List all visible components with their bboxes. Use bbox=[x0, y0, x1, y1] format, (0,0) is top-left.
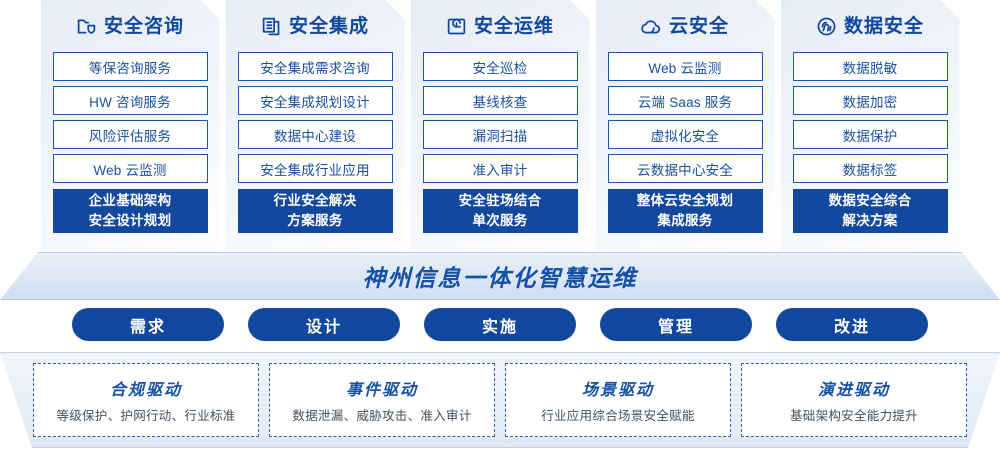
cloud-icon bbox=[641, 16, 662, 37]
driver-title: 场景驱动 bbox=[581, 382, 654, 399]
capability-item[interactable]: 数据保护 bbox=[793, 120, 948, 149]
capability-summary-line2: 安全设计规划 bbox=[88, 213, 172, 228]
driver-desc: 数据泄漏、威胁攻击、准入审计 bbox=[292, 409, 472, 423]
capability-summary-line1: 企业基础架构 bbox=[88, 193, 172, 209]
capability-summary-line2: 单次服务 bbox=[472, 213, 528, 228]
monitor-chart-icon bbox=[446, 16, 467, 37]
driver-title: 事件驱动 bbox=[345, 382, 418, 399]
capability-item[interactable]: 虚拟化安全 bbox=[608, 120, 763, 149]
capability-item[interactable]: 基线核查 bbox=[423, 86, 578, 115]
capability-card-header: 安全集成 bbox=[238, 0, 393, 52]
capability-item[interactable]: Web 云监测 bbox=[53, 154, 208, 183]
capability-card-title: 安全运维 bbox=[473, 15, 554, 37]
capability-item[interactable]: 安全集成需求咨询 bbox=[238, 52, 393, 81]
platform-banner-title: 神州信息一体化智慧运维 bbox=[362, 265, 638, 291]
capability-card-header: 数据安全 bbox=[793, 0, 948, 52]
driver-title: 演进驱动 bbox=[817, 382, 890, 399]
capability-item[interactable]: 漏洞扫描 bbox=[423, 120, 578, 149]
capability-summary-line1: 整体云安全规划 bbox=[636, 193, 734, 209]
phase-pill[interactable]: 管理 bbox=[600, 308, 752, 341]
capability-item[interactable]: 云端 Saas 服务 bbox=[608, 86, 763, 115]
driver-card[interactable]: 场景驱动行业应用综合场景安全赋能 bbox=[505, 363, 731, 437]
capability-item[interactable]: 安全集成规划设计 bbox=[238, 86, 393, 115]
capability-summary[interactable]: 整体云安全规划集成服务 bbox=[608, 189, 763, 233]
folder-shield-icon bbox=[76, 16, 97, 37]
capability-summary-line2: 集成服务 bbox=[657, 213, 713, 228]
driver-desc: 基础架构安全能力提升 bbox=[789, 409, 918, 423]
capability-item[interactable]: 数据标签 bbox=[793, 154, 948, 183]
capability-card: 安全集成安全集成需求咨询安全集成规划设计数据中心建设安全集成行业应用行业安全解决… bbox=[226, 0, 405, 250]
capability-card-title: 云安全 bbox=[668, 15, 729, 37]
capability-item[interactable]: 风险评估服务 bbox=[53, 120, 208, 149]
fingerprint-icon bbox=[816, 16, 837, 37]
phase-pill[interactable]: 设计 bbox=[248, 308, 400, 341]
capability-item-list: 安全集成需求咨询安全集成规划设计数据中心建设安全集成行业应用 bbox=[238, 52, 393, 183]
capability-item-list: 数据脱敏数据加密数据保护数据标签 bbox=[793, 52, 948, 183]
driver-desc: 行业应用综合场景安全赋能 bbox=[541, 409, 695, 423]
capability-item[interactable]: 数据加密 bbox=[793, 86, 948, 115]
capability-card: 安全咨询等保咨询服务 HW 咨询服务风险评估服务 Web 云监测企业基础架构安全设计… bbox=[41, 0, 220, 250]
capability-item[interactable]: 数据中心建设 bbox=[238, 120, 393, 149]
capability-summary-line1: 安全驻场结合 bbox=[458, 193, 542, 209]
capability-summary-line1: 数据安全综合 bbox=[828, 193, 912, 209]
capability-summary[interactable]: 企业基础架构安全设计规划 bbox=[53, 189, 208, 233]
capability-summary-line2: 方案服务 bbox=[287, 213, 343, 228]
capability-item[interactable]: HW 咨询服务 bbox=[53, 86, 208, 115]
platform-banner: 神州信息一体化智慧运维 bbox=[0, 252, 1000, 300]
phase-pill[interactable]: 改进 bbox=[776, 308, 928, 341]
capability-item[interactable]: 安全集成行业应用 bbox=[238, 154, 393, 183]
capability-summary[interactable]: 行业安全解决方案服务 bbox=[238, 189, 393, 233]
driver-desc: 等级保护、护网行动、行业标准 bbox=[56, 409, 236, 423]
capability-card: 数据安全数据脱敏数据加密数据保护数据标签数据安全综合解决方案 bbox=[781, 0, 960, 250]
capability-card-header: 云安全 bbox=[608, 0, 763, 52]
driver-panel: 合规驱动等级保护、护网行动、行业标准事件驱动数据泄漏、威胁攻击、准入审计场景驱动… bbox=[0, 352, 1000, 448]
capability-item-list: 安全巡检基线核查漏洞扫描准入审计 bbox=[423, 52, 578, 183]
capability-card-header: 安全运维 bbox=[423, 0, 578, 52]
capability-card: 云安全 Web 云监测云端 Saas 服务虚拟化安全云数据中心安全整体云安全规划集… bbox=[596, 0, 775, 250]
phase-pill[interactable]: 实施 bbox=[424, 308, 576, 341]
capability-item-list: 等保咨询服务 HW 咨询服务风险评估服务 Web 云监测 bbox=[53, 52, 208, 183]
capability-item[interactable]: 数据脱敏 bbox=[793, 52, 948, 81]
capability-card-title: 安全咨询 bbox=[103, 15, 184, 37]
capability-item[interactable]: 安全巡检 bbox=[423, 52, 578, 81]
capability-summary[interactable]: 安全驻场结合单次服务 bbox=[423, 189, 578, 233]
phase-pill[interactable]: 需求 bbox=[72, 308, 224, 341]
capability-item-list: Web 云监测云端 Saas 服务虚拟化安全云数据中心安全 bbox=[608, 52, 763, 183]
capability-card-header: 安全咨询 bbox=[53, 0, 208, 52]
capability-item[interactable]: 准入审计 bbox=[423, 154, 578, 183]
capability-item[interactable]: Web 云监测 bbox=[608, 52, 763, 81]
capability-summary-line2: 解决方案 bbox=[842, 213, 898, 228]
capability-columns: 安全咨询等保咨询服务 HW 咨询服务风险评估服务 Web 云监测企业基础架构安全设计… bbox=[0, 0, 1000, 252]
capability-card-title: 数据安全 bbox=[843, 15, 924, 37]
capability-item[interactable]: 云数据中心安全 bbox=[608, 154, 763, 183]
capability-card-title: 安全集成 bbox=[288, 15, 369, 37]
capability-summary[interactable]: 数据安全综合解决方案 bbox=[793, 189, 948, 233]
documents-stack-icon bbox=[261, 16, 282, 37]
phase-pill-row: 需求设计实施管理改进 bbox=[0, 308, 1000, 341]
capability-summary-line1: 行业安全解决 bbox=[273, 193, 357, 209]
driver-title: 合规驱动 bbox=[109, 382, 182, 399]
capability-item[interactable]: 等保咨询服务 bbox=[53, 52, 208, 81]
driver-card[interactable]: 事件驱动数据泄漏、威胁攻击、准入审计 bbox=[269, 363, 495, 437]
capability-card: 安全运维安全巡检基线核查漏洞扫描准入审计安全驻场结合单次服务 bbox=[411, 0, 590, 250]
driver-card[interactable]: 演进驱动基础架构安全能力提升 bbox=[741, 363, 967, 437]
driver-card[interactable]: 合规驱动等级保护、护网行动、行业标准 bbox=[33, 363, 259, 437]
